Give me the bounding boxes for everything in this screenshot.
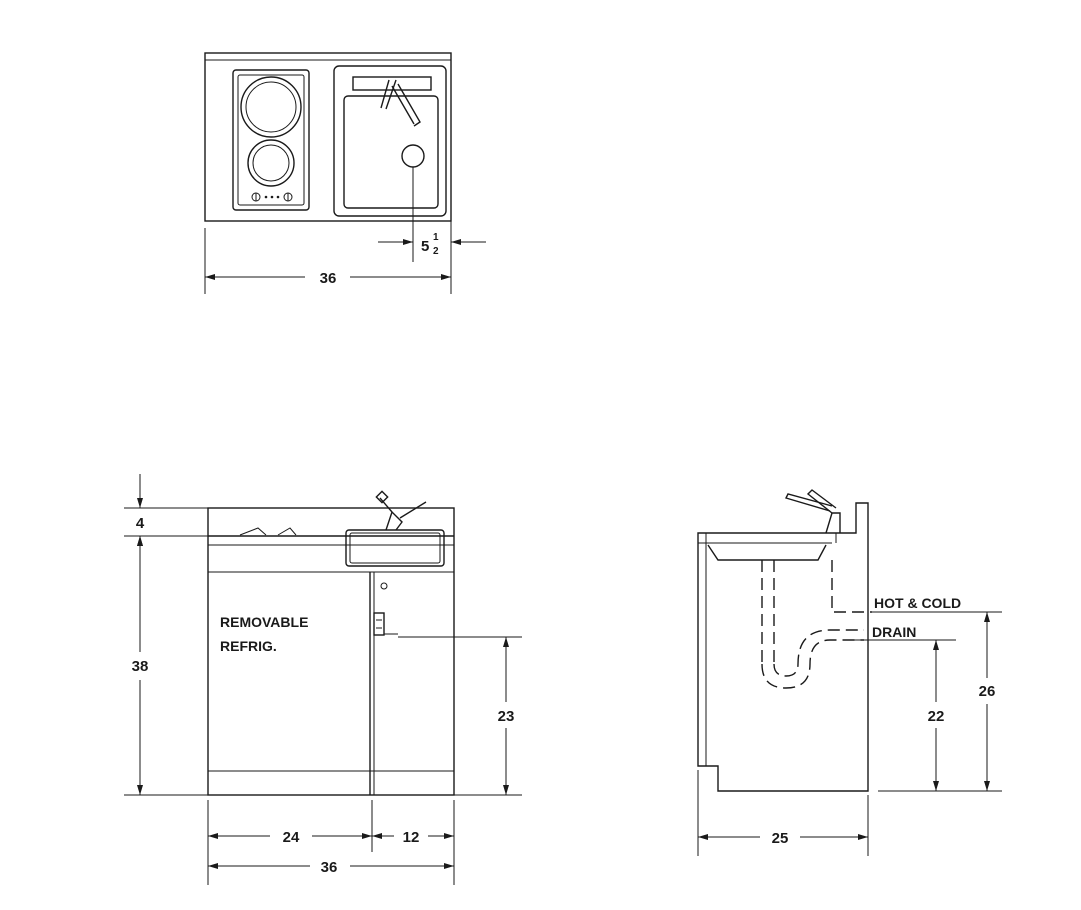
- door-knob-icon: [380, 582, 388, 590]
- refrig-width-label: 24: [283, 829, 300, 846]
- burner-grate-icon: [239, 527, 297, 536]
- front-dim-height: 38: [124, 536, 208, 796]
- top-dim-sink-offset: 5 1 2: [378, 167, 486, 262]
- top-view-outline: [204, 52, 452, 222]
- faucet-backsplash: [352, 76, 432, 91]
- side-dim-drain: 22: [878, 640, 1002, 792]
- side-faucet-spout-icon: [785, 493, 833, 512]
- side-cabinet-outline: [697, 502, 869, 792]
- drain-height-label: 22: [928, 708, 945, 725]
- refrig-label-line2: REFRIG.: [220, 638, 277, 654]
- sink-offset-denominator: 2: [433, 246, 439, 257]
- front-dim-top: 4: [124, 474, 208, 548]
- sink-basin-front: [345, 529, 445, 567]
- cooktop: [232, 69, 310, 211]
- front-cabinet-outline: [207, 507, 455, 796]
- front-dim-widths: 24 12 36: [207, 800, 455, 885]
- front-view: REMOVABLE REFRIG. 4 38 23: [124, 474, 522, 885]
- cabinet-height-label: 38: [132, 658, 149, 675]
- hot-cold-label: HOT & COLD: [874, 595, 961, 611]
- side-plumbing: [761, 560, 872, 689]
- top-height-label: 4: [136, 515, 145, 532]
- side-sink-basin: [707, 544, 827, 561]
- sink-offset-whole: 5: [421, 238, 429, 255]
- side-dim-supply: 26: [979, 612, 996, 791]
- top-width-label: 36: [320, 270, 337, 287]
- pipe-height-label: 23: [498, 708, 515, 725]
- faucet-icon: [379, 497, 427, 531]
- side-width-label: 12: [403, 829, 420, 846]
- supply-height-label: 26: [979, 683, 996, 700]
- large-burner-icon: [240, 76, 302, 138]
- top-dim-width: 36: [204, 228, 452, 294]
- depth-label: 25: [772, 830, 789, 847]
- side-view: HOT & COLD DRAIN 22 26 25: [697, 489, 1002, 856]
- small-burner-icon: [247, 139, 295, 187]
- faucet-handle-icon: [391, 83, 421, 127]
- refrig-label-line1: REMOVABLE: [220, 614, 308, 630]
- faucet-spout-icon: [380, 79, 397, 110]
- door-handle-icon: [373, 612, 385, 636]
- top-view: 5 1 2 36: [204, 52, 486, 294]
- sink-top: [333, 65, 447, 217]
- side-faucet-body: [825, 512, 841, 534]
- drain-icon: [401, 144, 425, 168]
- sink-offset-numerator: 1: [433, 232, 439, 243]
- drain-label: DRAIN: [872, 624, 916, 640]
- side-faucet-handle-icon: [806, 489, 837, 514]
- front-dim-pipe: 23: [398, 636, 522, 796]
- side-dim-depth: 25: [697, 770, 869, 856]
- front-total-width-label: 36: [321, 859, 338, 876]
